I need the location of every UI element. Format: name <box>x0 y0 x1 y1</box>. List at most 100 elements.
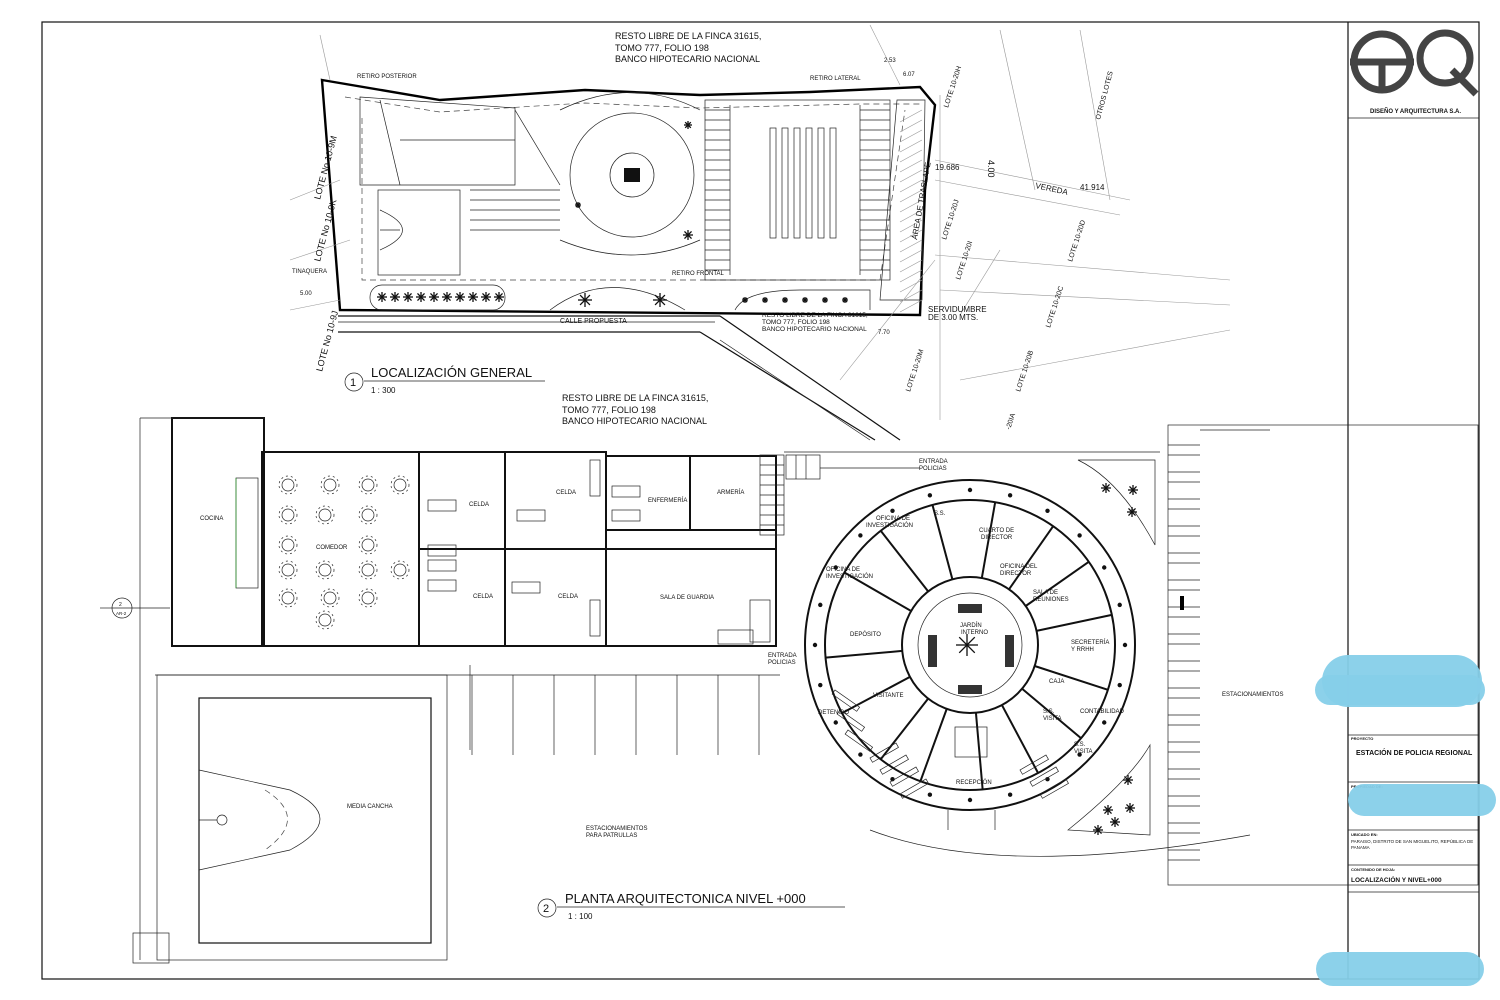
tree-symbol <box>429 292 439 302</box>
title-block: DISEÑO Y ARQUITECTURA S.A. PROYECTO ESTA… <box>1348 29 1479 893</box>
dim-4-00: 4.00 <box>986 160 996 178</box>
tree-branch <box>433 293 438 298</box>
room-secretaria-2: Y RRHH <box>1071 647 1094 653</box>
room-jardin-1: JARDÍN <box>960 622 982 629</box>
bed <box>427 559 457 572</box>
room-oficina-director-1: OFICINA DEL <box>1000 564 1038 570</box>
parking-island <box>817 127 825 239</box>
ubicado-label: UBICADO EN: <box>1351 832 1378 837</box>
bed <box>611 485 641 498</box>
tree-branch <box>1127 776 1132 781</box>
tree-symbol <box>742 297 748 303</box>
partition-wall <box>841 676 911 714</box>
lote-10-20b: LOTE 10-20B <box>1015 349 1035 392</box>
ubicado-line-1: PARAISO, DISTRITO DE SAN MIGUELITO, REPÚ… <box>1351 838 1473 844</box>
finca-right-line-3: BANCO HIPOTECARIO NACIONAL <box>762 326 867 333</box>
bed <box>516 509 546 522</box>
room-enfermeria: ENFERMERÍA <box>648 497 687 504</box>
seat-row <box>889 766 919 787</box>
partition-wall <box>980 502 997 579</box>
hatch-line <box>899 119 923 133</box>
dining-chairs <box>320 475 340 495</box>
lote-10-20m: LOTE 10-20M <box>905 348 925 392</box>
tree-symbol <box>578 293 592 307</box>
dining-table <box>281 591 295 605</box>
hatch-line <box>899 239 923 253</box>
dining-table <box>361 508 375 522</box>
dining-chairs <box>315 505 335 525</box>
column <box>1077 752 1082 757</box>
company-name: DISEÑO Y ARQUITECTURA S.A. <box>1370 108 1461 115</box>
finca-right-line-1: RESTO LIBRE DE LA FINCA 31615, <box>762 312 868 319</box>
hatch-line <box>899 179 923 193</box>
column <box>927 493 933 498</box>
dining-table <box>361 591 375 605</box>
partition-wall <box>879 697 929 760</box>
hatch-line <box>899 269 923 283</box>
dining-table <box>318 563 332 577</box>
dim-41-914: 41.914 <box>1080 183 1105 192</box>
column <box>812 642 818 648</box>
tree-branch <box>1107 806 1112 811</box>
section-number: 2 <box>119 602 122 608</box>
lote-10-9j: LOTE No 10-9J <box>314 310 340 373</box>
room-celda-3: CELDA <box>473 594 493 600</box>
room-sala-reuniones-2: REUNIONES <box>1033 597 1069 603</box>
dining-table <box>281 563 295 577</box>
hatch-line <box>899 229 923 243</box>
contenido-label: CONTENIDO DE HOJA: <box>1351 867 1395 872</box>
parking-island <box>769 127 777 239</box>
bunk <box>589 459 601 497</box>
bed <box>427 544 457 557</box>
parking-estacionamientos: ESTACIONAMIENTOS <box>1222 692 1283 698</box>
hatch-line <box>899 279 923 293</box>
room-secretaria-1: SECRETERÍA <box>1071 639 1109 646</box>
room-oficina-inv-1-b: INVESTIGACIÓN <box>866 522 913 529</box>
partition-wall <box>1025 561 1090 607</box>
room-comedor: COMEDOR <box>316 545 348 551</box>
lote-20ia: -20IA <box>1005 412 1017 430</box>
tree-branch <box>1097 826 1102 831</box>
property-boundary <box>320 78 937 317</box>
hatch-line <box>899 249 923 263</box>
hatch-line <box>899 159 923 173</box>
tree-symbol <box>1127 507 1137 517</box>
tree-branch <box>579 299 586 306</box>
tree-symbol <box>468 292 478 302</box>
tree-symbol <box>403 292 413 302</box>
room-cuarto-director-2: DIRECTOR <box>981 535 1013 541</box>
redaction-mark <box>1348 784 1496 816</box>
tree-symbol <box>782 297 788 303</box>
dim-19-686: 19.686 <box>935 163 960 172</box>
bed <box>511 581 541 594</box>
tree-branch <box>687 121 692 126</box>
entrada-policias-top-2: POLICIAS <box>919 466 947 472</box>
room-contabilidad: CONTABILIDAD <box>1080 709 1125 715</box>
partition-wall <box>1021 687 1082 739</box>
tree-branch <box>687 231 692 236</box>
tree-branch <box>498 293 503 298</box>
room-ss-visita-1-b: VISITA <box>1043 716 1062 722</box>
tree-branch <box>966 644 976 654</box>
tree-symbol <box>956 634 978 656</box>
tree-branch <box>577 202 581 206</box>
tree-branch <box>659 299 666 306</box>
room-ss-visita-1-a: S.S. <box>1043 709 1055 715</box>
dining-table <box>393 478 407 492</box>
hatch-line <box>899 299 923 313</box>
tree-branch <box>446 293 451 298</box>
tree-branch <box>784 297 788 301</box>
column <box>858 533 863 538</box>
tree-branch <box>485 293 490 298</box>
tree-symbol <box>455 292 465 302</box>
seat-row <box>1039 778 1069 799</box>
tree-branch <box>1132 486 1137 491</box>
site-plan-title-text: LOCALIZACIÓN GENERAL <box>371 365 532 380</box>
proyecto-label: PROYECTO <box>1351 736 1373 741</box>
tree-symbol <box>653 293 667 307</box>
dining-table <box>361 563 375 577</box>
floor-plan-title-text: PLANTA ARQUITECTONICA NIVEL +000 <box>565 891 806 906</box>
dining-chairs <box>358 560 378 580</box>
dining-chairs <box>358 475 378 495</box>
finca-bottom-line-1: RESTO LIBRE DE LA FINCA 31615, <box>562 393 708 403</box>
